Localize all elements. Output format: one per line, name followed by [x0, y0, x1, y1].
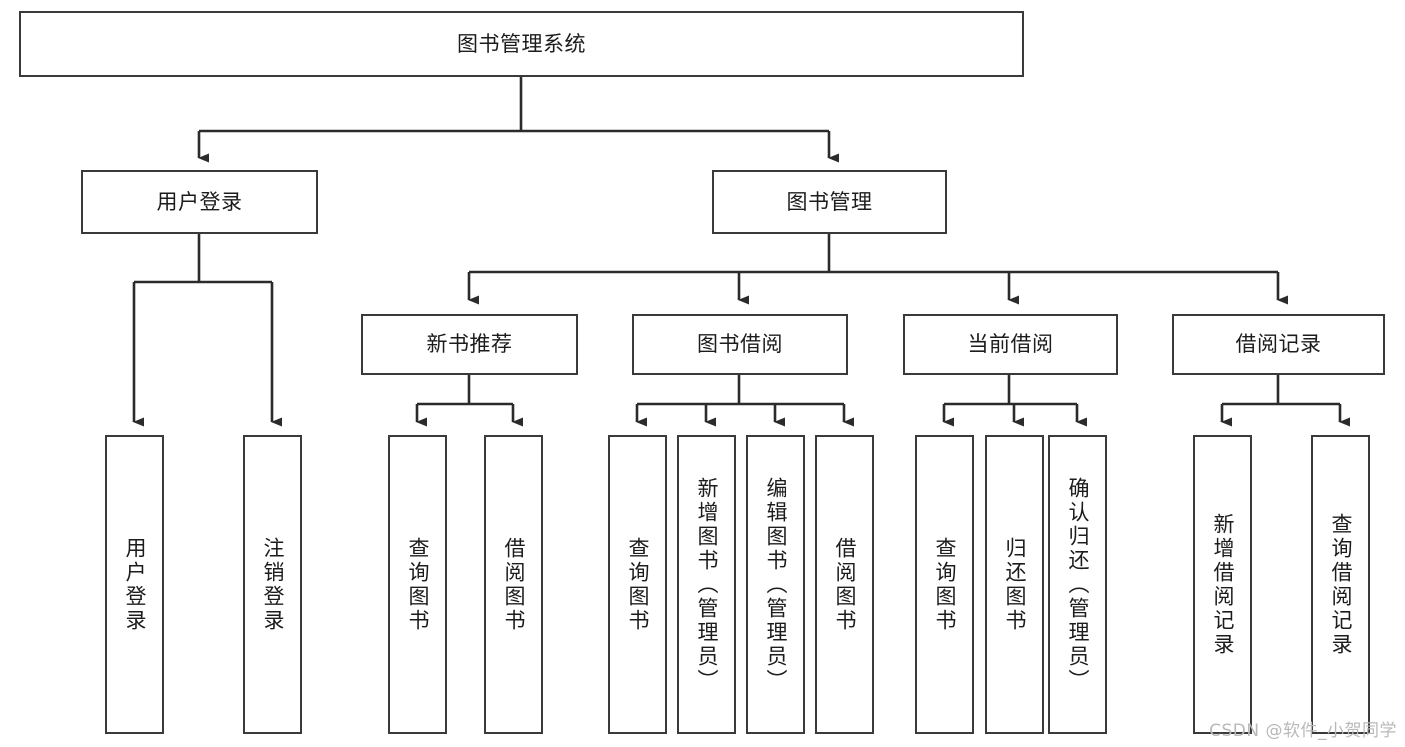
- leaf-new-book-borrow[interactable]: 借阅图书: [484, 435, 543, 734]
- node-label: 借阅记录: [1235, 332, 1322, 357]
- node-new-book-recommend[interactable]: 新书推荐: [361, 314, 578, 375]
- node-book-borrow[interactable]: 图书借阅: [632, 314, 848, 375]
- node-label: 图书管理: [786, 189, 873, 214]
- leaf-current-borrow-query[interactable]: 查询图书: [915, 435, 974, 734]
- node-label: 查询图书: [626, 536, 651, 633]
- node-label: 新增图书（管理员）: [695, 476, 720, 693]
- node-label: 用户登录: [156, 189, 243, 214]
- node-label: 查询图书: [406, 536, 431, 633]
- node-current-borrow[interactable]: 当前借阅: [903, 314, 1118, 375]
- leaf-new-book-query[interactable]: 查询图书: [388, 435, 447, 734]
- leaf-user-login-logout[interactable]: 注销登录: [243, 435, 302, 734]
- node-label: 查询借阅记录: [1329, 512, 1354, 657]
- leaf-book-borrow-edit[interactable]: 编辑图书（管理员）: [746, 435, 805, 734]
- leaf-borrow-record-add[interactable]: 新增借阅记录: [1193, 435, 1252, 734]
- node-book-management[interactable]: 图书管理: [712, 170, 947, 234]
- node-label: 编辑图书（管理员）: [764, 476, 789, 693]
- leaf-current-borrow-return[interactable]: 归还图书: [985, 435, 1044, 734]
- node-label: 注销登录: [261, 536, 286, 633]
- leaf-user-login-login[interactable]: 用户登录: [105, 435, 164, 734]
- node-user-login[interactable]: 用户登录: [81, 170, 318, 234]
- leaf-current-borrow-confirm-return[interactable]: 确认归还（管理员）: [1048, 435, 1107, 734]
- node-label: 查询图书: [933, 536, 958, 633]
- node-label: 借阅图书: [502, 536, 527, 633]
- node-root-system[interactable]: 图书管理系统: [19, 11, 1024, 77]
- watermark-text: CSDN @软件_小贺同学: [1209, 721, 1397, 741]
- node-label: 图书管理系统: [457, 31, 586, 56]
- node-label: 新书推荐: [426, 332, 513, 357]
- node-label: 当前借阅: [967, 332, 1054, 357]
- node-label: 用户登录: [123, 536, 148, 633]
- node-label: 归还图书: [1003, 536, 1028, 633]
- leaf-book-borrow-add[interactable]: 新增图书（管理员）: [677, 435, 736, 734]
- node-borrow-record[interactable]: 借阅记录: [1172, 314, 1385, 375]
- node-label: 图书借阅: [697, 332, 783, 357]
- node-label: 确认归还（管理员）: [1066, 476, 1091, 693]
- leaf-book-borrow-query[interactable]: 查询图书: [608, 435, 667, 734]
- leaf-book-borrow-borrow[interactable]: 借阅图书: [815, 435, 874, 734]
- node-label: 借阅图书: [833, 536, 858, 633]
- leaf-borrow-record-query[interactable]: 查询借阅记录: [1311, 435, 1370, 734]
- node-label: 新增借阅记录: [1211, 512, 1236, 657]
